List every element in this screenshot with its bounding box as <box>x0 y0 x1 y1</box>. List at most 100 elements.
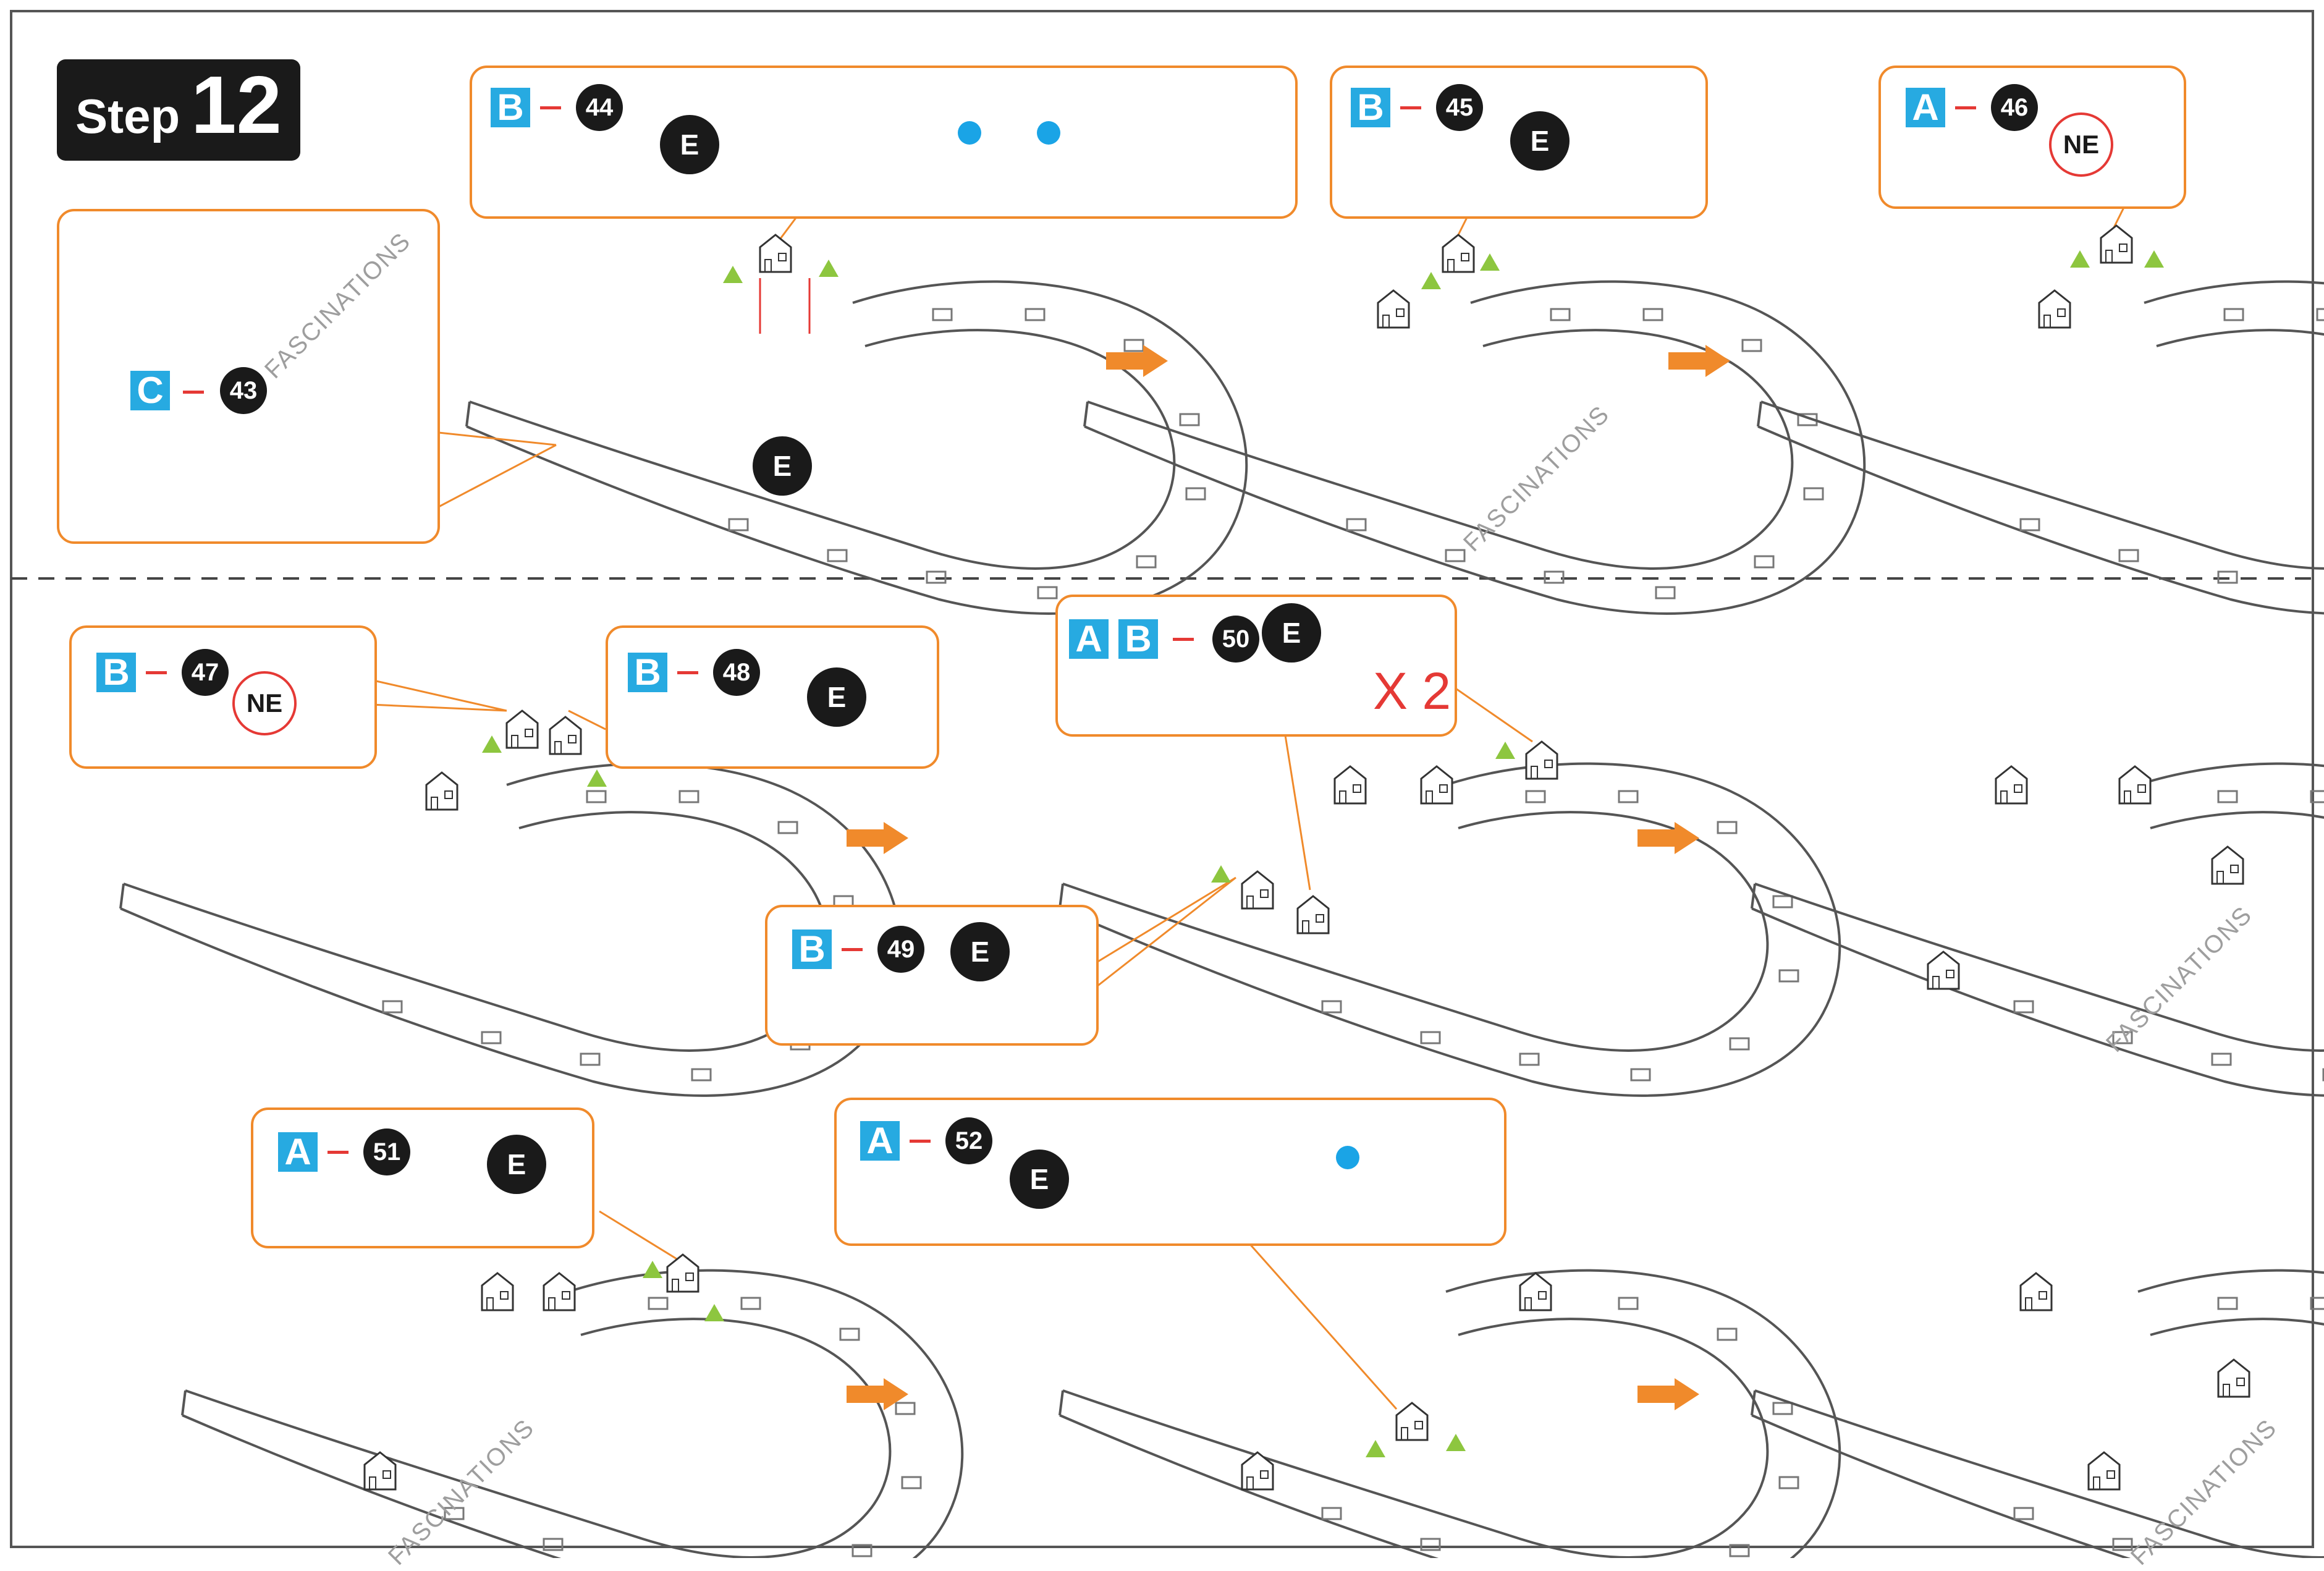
leader-51 <box>599 1210 680 1262</box>
step-number: 12 <box>191 59 282 150</box>
green-triangle-icon <box>1421 272 1441 289</box>
callout-43: C 43 <box>57 209 440 544</box>
e-marker: E <box>487 1135 546 1194</box>
green-triangle-icon <box>723 266 743 283</box>
track-diagram-3 <box>1757 280 2324 615</box>
sheet-letter: C <box>130 371 170 410</box>
callout-52: A 52 E <box>834 1098 1506 1246</box>
sheet-letter: A <box>1069 619 1109 659</box>
house-piece-icon <box>1519 1272 1552 1311</box>
sheet-letter: B <box>491 88 530 127</box>
sheet-letter: B <box>1351 88 1390 127</box>
house-piece-icon <box>1995 765 2028 805</box>
leader-47 <box>370 679 507 712</box>
e-marker: E <box>1510 111 1570 171</box>
sheet-letter: A <box>1906 88 1945 127</box>
callout-dash <box>183 391 204 394</box>
house-piece-icon <box>1442 234 1475 273</box>
green-triangle-icon <box>1211 865 1231 883</box>
e-marker: E <box>1010 1150 1069 1209</box>
ne-marker: NE <box>232 671 297 735</box>
green-triangle-icon <box>1480 253 1500 271</box>
track-diagram-2 <box>1083 280 1866 615</box>
e-marker: E <box>1262 603 1321 663</box>
house-piece-icon <box>543 1272 576 1311</box>
track-diagram-7 <box>181 1269 964 1558</box>
part-number: 45 <box>1436 84 1483 131</box>
house-piece-icon <box>505 709 539 749</box>
sheet-letter-2: B <box>1118 619 1158 659</box>
track-diagram-1 <box>465 280 1248 615</box>
house-piece-icon <box>425 771 458 811</box>
callout-dash <box>1173 638 1194 641</box>
callout-45: B 45 E <box>1330 66 1708 219</box>
page-frame <box>10 10 2314 1548</box>
callout-46: A 46 NE <box>1878 66 2186 209</box>
leader-43 <box>438 431 557 508</box>
house-piece-icon <box>2100 224 2133 264</box>
house-piece-icon <box>666 1253 699 1293</box>
house-piece-icon <box>549 716 582 755</box>
leader-49 <box>1093 876 1236 990</box>
sheet-letter: B <box>792 929 832 969</box>
e-marker: E <box>950 922 1010 981</box>
green-triangle-icon <box>482 735 502 753</box>
green-triangle-icon <box>2144 250 2164 268</box>
callout-50: A B 50 E X 2 <box>1055 595 1457 737</box>
green-triangle-icon <box>2070 250 2090 268</box>
leader-48 <box>568 709 606 730</box>
house-piece-icon <box>2118 765 2152 805</box>
green-triangle-icon <box>704 1304 724 1321</box>
house-piece-icon <box>2038 289 2071 329</box>
callout-dash <box>1955 106 1976 109</box>
leader-52 <box>1247 1242 1398 1410</box>
house-piece-icon <box>1377 289 1410 329</box>
callout-49: B 49 E <box>765 905 1099 1046</box>
callout-dash <box>677 671 698 674</box>
track-diagram-8 <box>1058 1269 1841 1558</box>
callout-dash <box>327 1151 349 1154</box>
track-diagram-5 <box>1058 762 1841 1097</box>
arrow-right-icon <box>847 1378 908 1410</box>
sheet-letter: A <box>860 1121 900 1161</box>
blue-dot-icon <box>1336 1146 1359 1169</box>
house-piece-icon <box>1927 951 1960 990</box>
house-piece-icon <box>1395 1402 1429 1441</box>
callout-dash <box>842 948 863 951</box>
callout-44: B 44 E <box>470 66 1298 219</box>
part-number: 52 <box>945 1117 992 1164</box>
part-number: 43 <box>220 367 267 414</box>
part-number: 47 <box>182 649 229 696</box>
e-marker: E <box>807 667 866 727</box>
house-piece-icon <box>2217 1358 2250 1398</box>
callout-dash <box>910 1140 931 1143</box>
ne-marker: NE <box>2049 112 2113 177</box>
part-number: 46 <box>1991 84 2038 131</box>
house-piece-icon <box>759 234 792 273</box>
callout-48: B 48 E <box>606 625 939 769</box>
step-label: Step <box>75 89 180 143</box>
blue-dot-icon <box>1037 121 1060 145</box>
part-number: 49 <box>877 926 924 973</box>
house-piece-icon <box>1333 765 1367 805</box>
house-piece-icon <box>481 1272 514 1311</box>
house-piece-icon <box>2087 1451 2121 1491</box>
house-piece-icon <box>1296 895 1330 934</box>
green-triangle-icon <box>1495 742 1515 759</box>
callout-47: B 47 NE <box>69 625 377 769</box>
callout-dash <box>1400 106 1421 109</box>
leader-44 <box>777 216 798 242</box>
leader-50 <box>1284 685 1533 891</box>
track-diagram-9 <box>1751 1269 2324 1558</box>
part-number: 48 <box>713 649 760 696</box>
part-number: 50 <box>1212 616 1259 663</box>
arrow-right-icon <box>1637 1378 1699 1410</box>
house-piece-icon <box>1525 740 1558 780</box>
green-triangle-icon <box>643 1261 662 1278</box>
house-piece-icon <box>2211 845 2244 885</box>
sheet-letter: B <box>628 653 667 692</box>
arrow-right-icon <box>1668 345 1730 377</box>
green-triangle-icon <box>1366 1440 1385 1457</box>
